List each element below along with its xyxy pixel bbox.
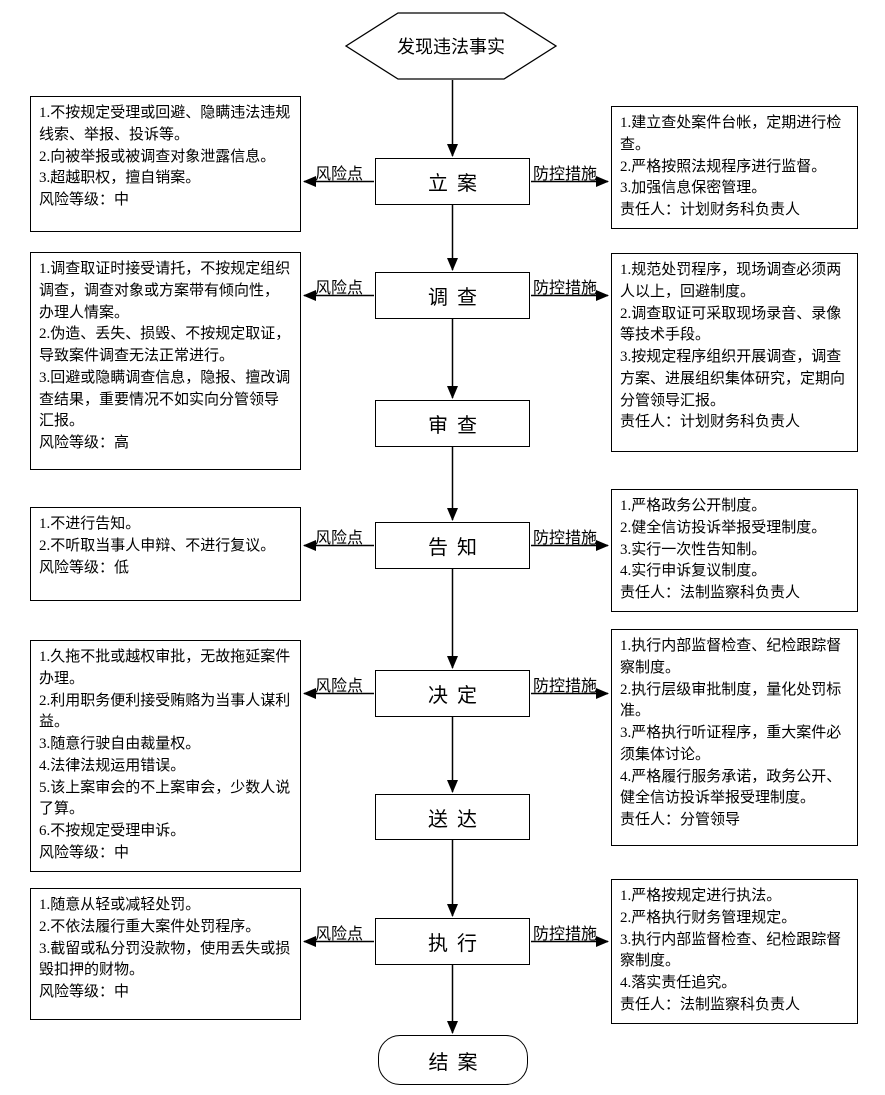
risk-point-label: 风险点: [315, 166, 364, 183]
risk-point-label: 风险点: [315, 530, 364, 547]
flow-step-decision: 决定: [375, 670, 530, 717]
risk-point-label: 风险点: [315, 678, 364, 695]
control-box-execution: 1.严格按规定进行执法。 2.严格执行财务管理规定。 3.执行内部监督检查、纪检…: [611, 879, 858, 1024]
end-node: 结案: [378, 1035, 528, 1085]
flow-step-execution: 执行: [375, 918, 530, 965]
start-label: 发现违法事实: [397, 37, 505, 57]
flow-step-delivery-label: 送达: [428, 808, 486, 831]
flow-step-investigation: 调查: [375, 272, 530, 319]
risk-point-label: 风险点: [315, 280, 364, 297]
flow-step-filing: 立案: [375, 158, 530, 205]
risk-box-investigation: 1.调查取证时接受请托，不按规定组织调查，调查对象或方案带有倾向性，办理人情案。…: [30, 252, 301, 470]
control-measures-label: 防控措施: [533, 166, 598, 183]
start-node: 发现违法事实: [344, 12, 558, 80]
risk-box-notification: 1.不进行告知。 2.不听取当事人申辩、不进行复议。 风险等级：低: [30, 507, 301, 601]
control-measures-label: 防控措施: [533, 530, 598, 547]
control-box-decision: 1.执行内部监督检查、纪检跟踪督察制度。 2.执行层级审批制度，量化处罚标准。 …: [611, 629, 858, 846]
flow-step-decision-label: 决定: [428, 685, 486, 707]
flow-step-notification-label: 告知: [428, 537, 486, 559]
control-measures-label: 防控措施: [533, 926, 598, 943]
flow-step-delivery: 送达: [375, 794, 530, 840]
flow-step-execution-label: 执行: [428, 933, 486, 955]
risk-point-label: 风险点: [315, 926, 364, 943]
flow-step-filing-label: 立案: [428, 173, 486, 195]
end-label: 结案: [428, 1051, 487, 1074]
control-measures-label: 防控措施: [533, 678, 598, 695]
flow-step-notification: 告知: [375, 522, 530, 569]
risk-box-filing: 1.不按规定受理或回避、隐瞒违法违规线索、举报、投诉等。 2.向被举报或被调查对…: [30, 96, 301, 232]
control-box-filing: 1.建立查处案件台帐，定期进行检查。 2.严格按照法规程序进行监督。 3.加强信…: [611, 106, 858, 229]
flow-step-review: 审查: [375, 400, 530, 447]
flow-step-investigation-label: 调查: [428, 287, 486, 309]
risk-box-execution: 1.随意从轻或减轻处罚。 2.不依法履行重大案件处罚程序。 3.截留或私分罚没款…: [30, 888, 301, 1020]
control-box-notification: 1.严格政务公开制度。 2.健全信访投诉举报受理制度。 3.实行一次性告知制。 …: [611, 489, 858, 612]
start-hexagon-shape: [344, 12, 558, 80]
risk-box-decision: 1.久拖不批或越权审批，无故拖延案件办理。 2.利用职务便利接受贿赂为当事人谋利…: [30, 640, 301, 872]
flow-step-review-label: 审查: [428, 415, 486, 437]
control-box-investigation: 1.规范处罚程序，现场调查必须两人以上，回避制度。 2.调查取证可采取现场录音、…: [611, 253, 858, 452]
control-measures-label: 防控措施: [533, 280, 598, 297]
